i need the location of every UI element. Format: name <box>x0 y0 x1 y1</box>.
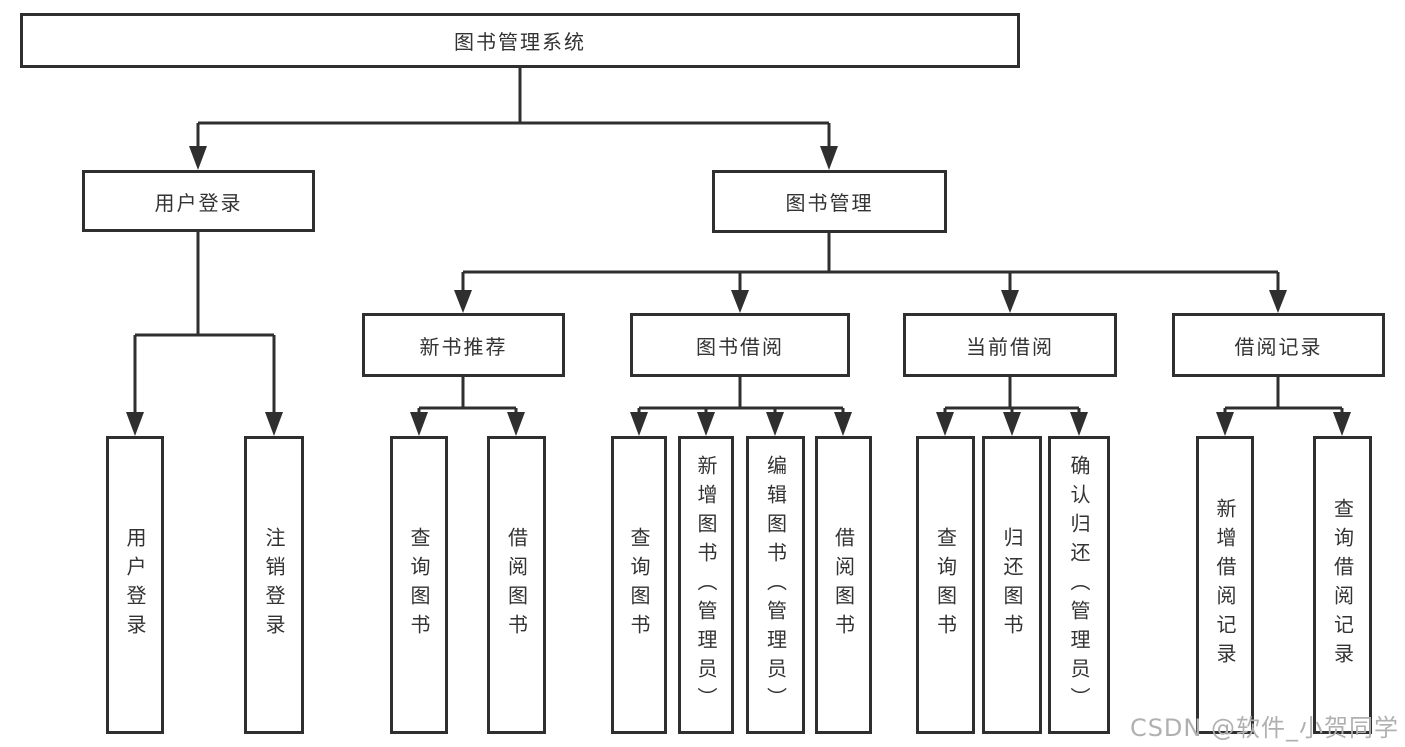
csdn-watermark: CSDN @软件_小贺同学 <box>1129 714 1399 742</box>
leaf-borrow-books: 借阅图书 <box>487 436 546 734</box>
node-book-borrowing: 图书借阅 <box>630 313 850 377</box>
arrowhead <box>410 412 428 436</box>
connector-manage <box>461 233 1280 293</box>
arrowhead <box>189 146 207 170</box>
arrowhead <box>265 412 283 436</box>
arrowheads <box>126 146 1351 436</box>
node-new-book-recommendation: 新书推荐 <box>362 313 565 377</box>
node-current-borrowing: 当前借阅 <box>903 313 1117 377</box>
arrowhead <box>697 412 715 436</box>
arrowhead <box>1269 290 1287 313</box>
arrowhead <box>630 412 648 436</box>
arrowhead <box>766 412 784 436</box>
leaf-add-books-admin: 新增图书（管理员） <box>678 436 734 734</box>
arrowhead <box>507 412 525 436</box>
node-library-management-system: 图书管理系统 <box>20 13 1020 68</box>
leaf-confirm-return-admin: 确认归还（管理员） <box>1048 436 1110 734</box>
leaf-logout: 注销登录 <box>244 436 304 734</box>
leaf-user-login: 用户登录 <box>106 436 164 734</box>
connector-records-group <box>1223 377 1344 416</box>
connector-borrow-group <box>637 377 845 416</box>
connector-current-group <box>943 377 1081 416</box>
arrowhead <box>1216 412 1234 436</box>
node-borrowing-records: 借阅记录 <box>1172 313 1385 377</box>
arrowhead <box>1333 412 1351 436</box>
arrowhead <box>454 290 472 313</box>
leaf-borrow-books: 借阅图书 <box>815 436 872 734</box>
connector-root <box>196 68 831 150</box>
node-user-login: 用户登录 <box>82 170 315 232</box>
arrowhead <box>126 412 144 436</box>
arrowhead <box>1070 412 1088 436</box>
arrowhead <box>820 146 838 170</box>
leaf-add-borrow-record: 新增借阅记录 <box>1196 436 1254 734</box>
arrowhead <box>936 412 954 436</box>
connector-recommend-group <box>417 377 518 416</box>
leaf-query-books: 查询图书 <box>390 436 448 734</box>
arrowhead <box>731 290 749 313</box>
arrowhead <box>1003 412 1021 436</box>
arrowhead <box>1001 290 1019 313</box>
leaf-return-books: 归还图书 <box>982 436 1042 734</box>
leaf-query-borrow-record: 查询借阅记录 <box>1313 436 1372 734</box>
leaf-query-books: 查询图书 <box>611 436 667 734</box>
arrowhead <box>834 412 852 436</box>
leaf-edit-books-admin: 编辑图书（管理员） <box>746 436 805 734</box>
node-book-management: 图书管理 <box>712 170 947 233</box>
leaf-query-books: 查询图书 <box>916 436 975 734</box>
connector-login-group <box>133 232 276 416</box>
